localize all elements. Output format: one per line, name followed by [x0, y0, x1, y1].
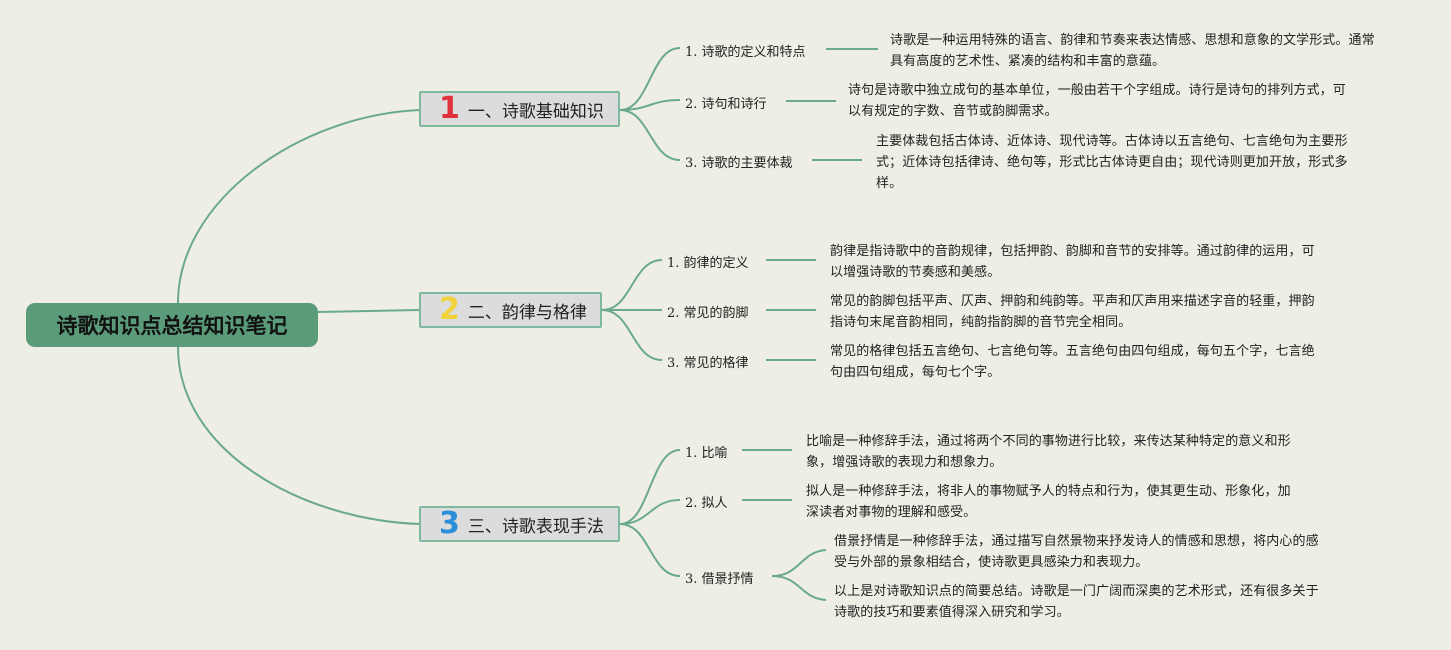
item-scene-emotion-desc: 借景抒情是一种修辞手法，通过描写自然景物来抒发诗人的情感和思想，将内心的感受与外… [834, 534, 1319, 570]
item-common-meters-desc: 常见的格律包括五言绝句、七言绝句等。五言绝句由四句组成，每句五个字，七言绝句由四… [830, 344, 1315, 380]
branch-basics[interactable]: 1 一、诗歌基础知识 [419, 91, 620, 127]
connector-b2-i3 [601, 309, 663, 361]
connector-root-branch-3 [177, 346, 421, 525]
item-definition-features-desc: 诗歌是一种运用特殊的语言、韵律和节奏来表达情感、思想和意象的文学形式。通常具有高… [890, 33, 1375, 69]
connector-root-branch-2 [317, 309, 421, 313]
branch-number-1: 1 [439, 91, 460, 126]
branch-rhythm-meter[interactable]: 2 二、韵律与格律 [419, 292, 602, 328]
item-rhythm-definition[interactable]: 1. 韵律的定义 [667, 256, 749, 271]
branch-label: 三、诗歌表现手法 [467, 516, 604, 537]
connector-b1-i1 [619, 47, 681, 111]
connector-b1-i2 [619, 99, 681, 111]
item-common-rhymes-desc: 常见的韵脚包括平声、仄声、押韵和纯韵等。平声和仄声用来描述字音的轻重，押韵指诗句… [830, 294, 1315, 330]
branch-label: 一、诗歌基础知识 [467, 101, 604, 122]
root-topic[interactable]: 诗歌知识点总结知识笔记 [26, 303, 318, 347]
branch-techniques[interactable]: 3 三、诗歌表现手法 [419, 506, 620, 542]
summary-note: 以上是对诗歌知识点的简要总结。诗歌是一门广阔而深奥的艺术形式，还有很多关于诗歌的… [834, 584, 1319, 620]
item-lines-verses-desc: 诗句是诗歌中独立成句的基本单位，一般由若干个字组成。诗行是诗句的排列方式，可以有… [848, 83, 1346, 119]
connector-b3-i2 [619, 499, 681, 525]
root-topic-label: 诗歌知识点总结知识笔记 [56, 314, 288, 338]
item-main-genres[interactable]: 3. 诗歌的主要体裁 [685, 156, 793, 171]
item-common-rhymes[interactable]: 2. 常见的韵脚 [667, 306, 749, 321]
connector-b3-i1 [619, 449, 681, 525]
item-metaphor[interactable]: 1. 比喻 [685, 446, 728, 461]
item-lines-verses[interactable]: 2. 诗句和诗行 [685, 97, 767, 112]
connector-b1-i3 [619, 109, 681, 161]
connector-root-branch-1 [177, 109, 421, 304]
connector-b3-i3 [619, 523, 681, 577]
item-common-meters[interactable]: 3. 常见的格律 [667, 356, 749, 371]
item-scene-emotion[interactable]: 3. 借景抒情 [685, 572, 754, 587]
item-main-genres-desc: 主要体裁包括古体诗、近体诗、现代诗等。古体诗以五言绝句、七言绝句为主要形式；近体… [876, 134, 1348, 191]
connector-b3-i3-desc1 [771, 549, 827, 577]
item-definition-features[interactable]: 1. 诗歌的定义和特点 [685, 45, 806, 60]
item-rhythm-definition-desc: 韵律是指诗歌中的音韵规律，包括押韵、韵脚和音节的安排等。通过韵律的运用，可以增强… [830, 244, 1315, 280]
branch-number-2: 2 [439, 292, 460, 327]
branch-label: 二、韵律与格律 [467, 302, 587, 323]
branch-number-3: 3 [439, 506, 460, 541]
connector-b2-i1 [601, 259, 663, 311]
item-metaphor-desc: 比喻是一种修辞手法，通过将两个不同的事物进行比较，来传达某种特定的意义和形象，增… [806, 434, 1291, 470]
connector-b3-i3-desc2 [771, 575, 827, 601]
item-personification[interactable]: 2. 拟人 [685, 496, 728, 511]
item-personification-desc: 拟人是一种修辞手法，将非人的事物赋予人的特点和行为，使其更生动、形象化，加深读者… [806, 484, 1291, 520]
